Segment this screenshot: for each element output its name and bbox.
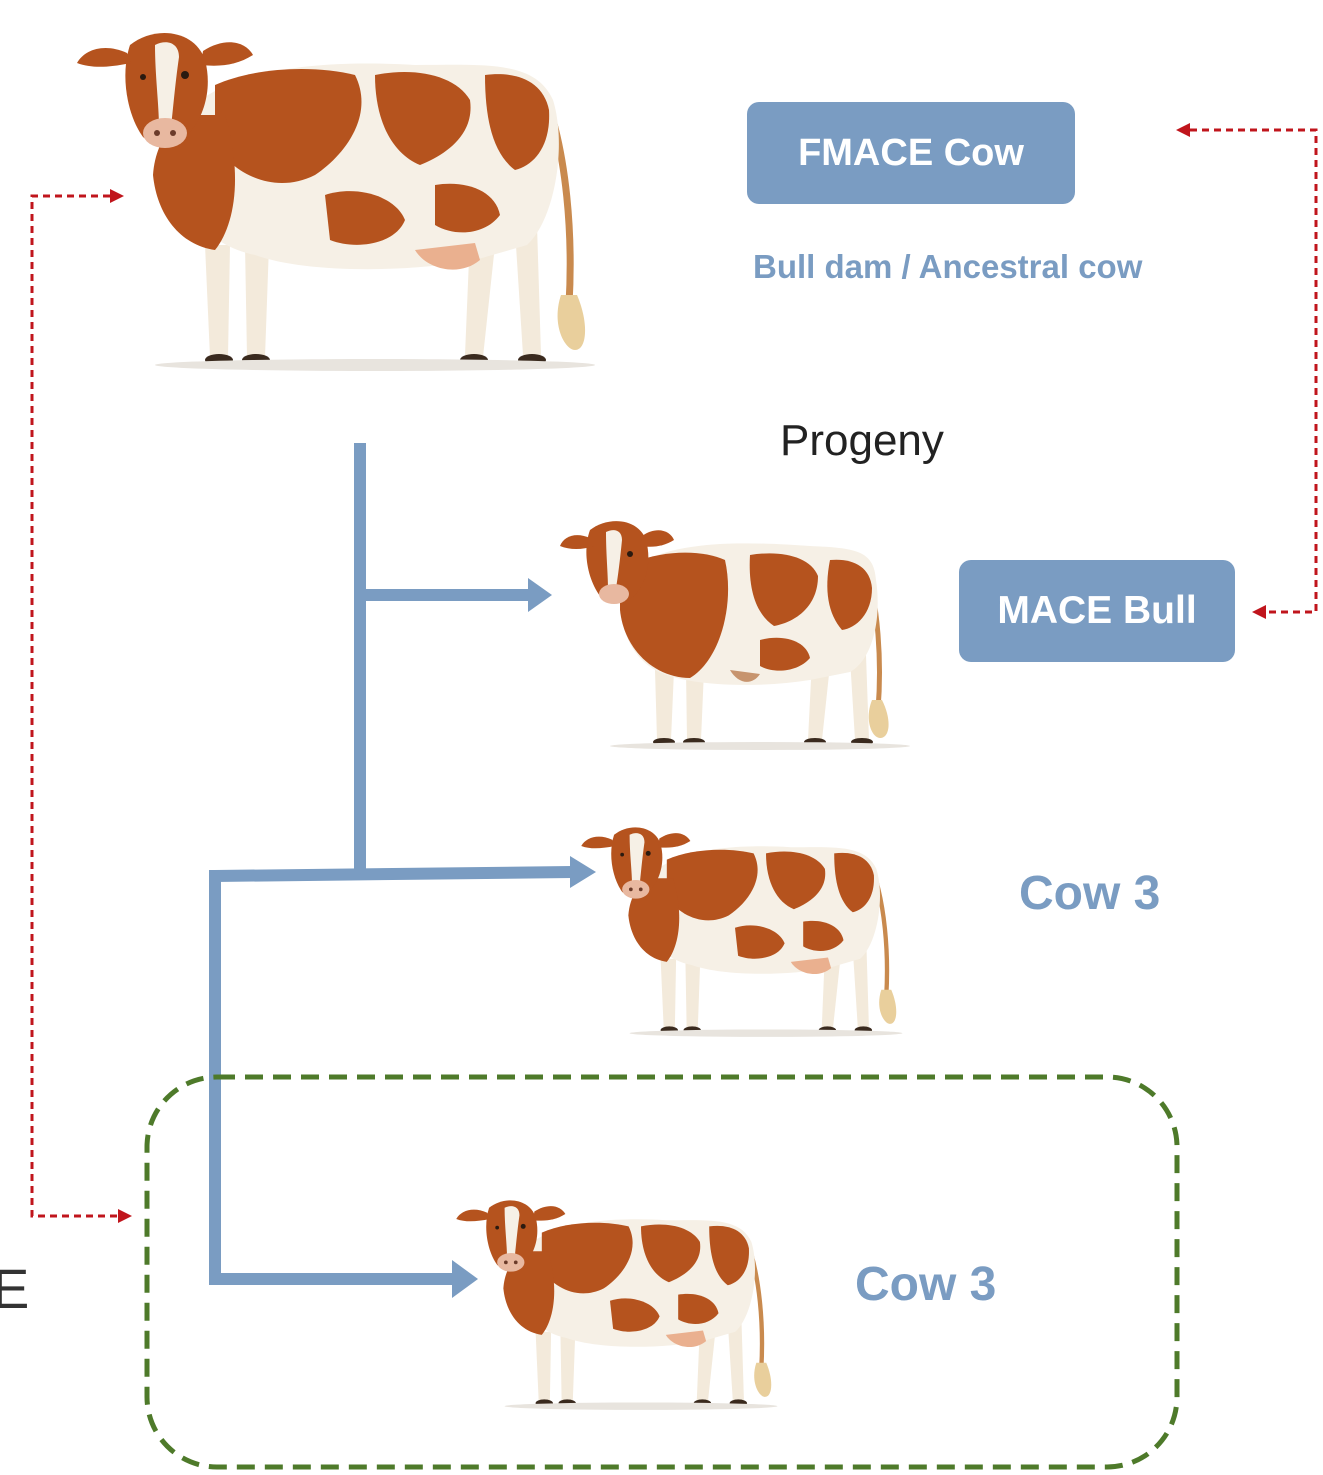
progeny-label: Progeny (780, 416, 944, 465)
cow3-lower-label: Cow 3 (855, 1258, 997, 1311)
tree-arrow-heads (452, 578, 596, 1298)
cow3-upper-label: Cow 3 (1019, 867, 1161, 920)
bull-dam-label: Bull dam / Ancestral cow (753, 248, 1143, 285)
cow3-upper-illustration (581, 827, 902, 1037)
edge-glyph: E (0, 1257, 30, 1320)
ancestral-cow-illustration (77, 33, 595, 371)
mace-bull-label: MACE Bull (959, 560, 1235, 662)
red-dashed-connectors (30, 128, 1318, 1218)
cow3-lower-illustration (456, 1200, 777, 1410)
highlight-box (144, 1074, 1180, 1470)
red-arrow-heads (110, 123, 1266, 1223)
mace-bull-illustration (560, 521, 910, 750)
pedigree-tree-lines (209, 443, 573, 1285)
fmace-cow-label: FMACE Cow (747, 102, 1075, 204)
